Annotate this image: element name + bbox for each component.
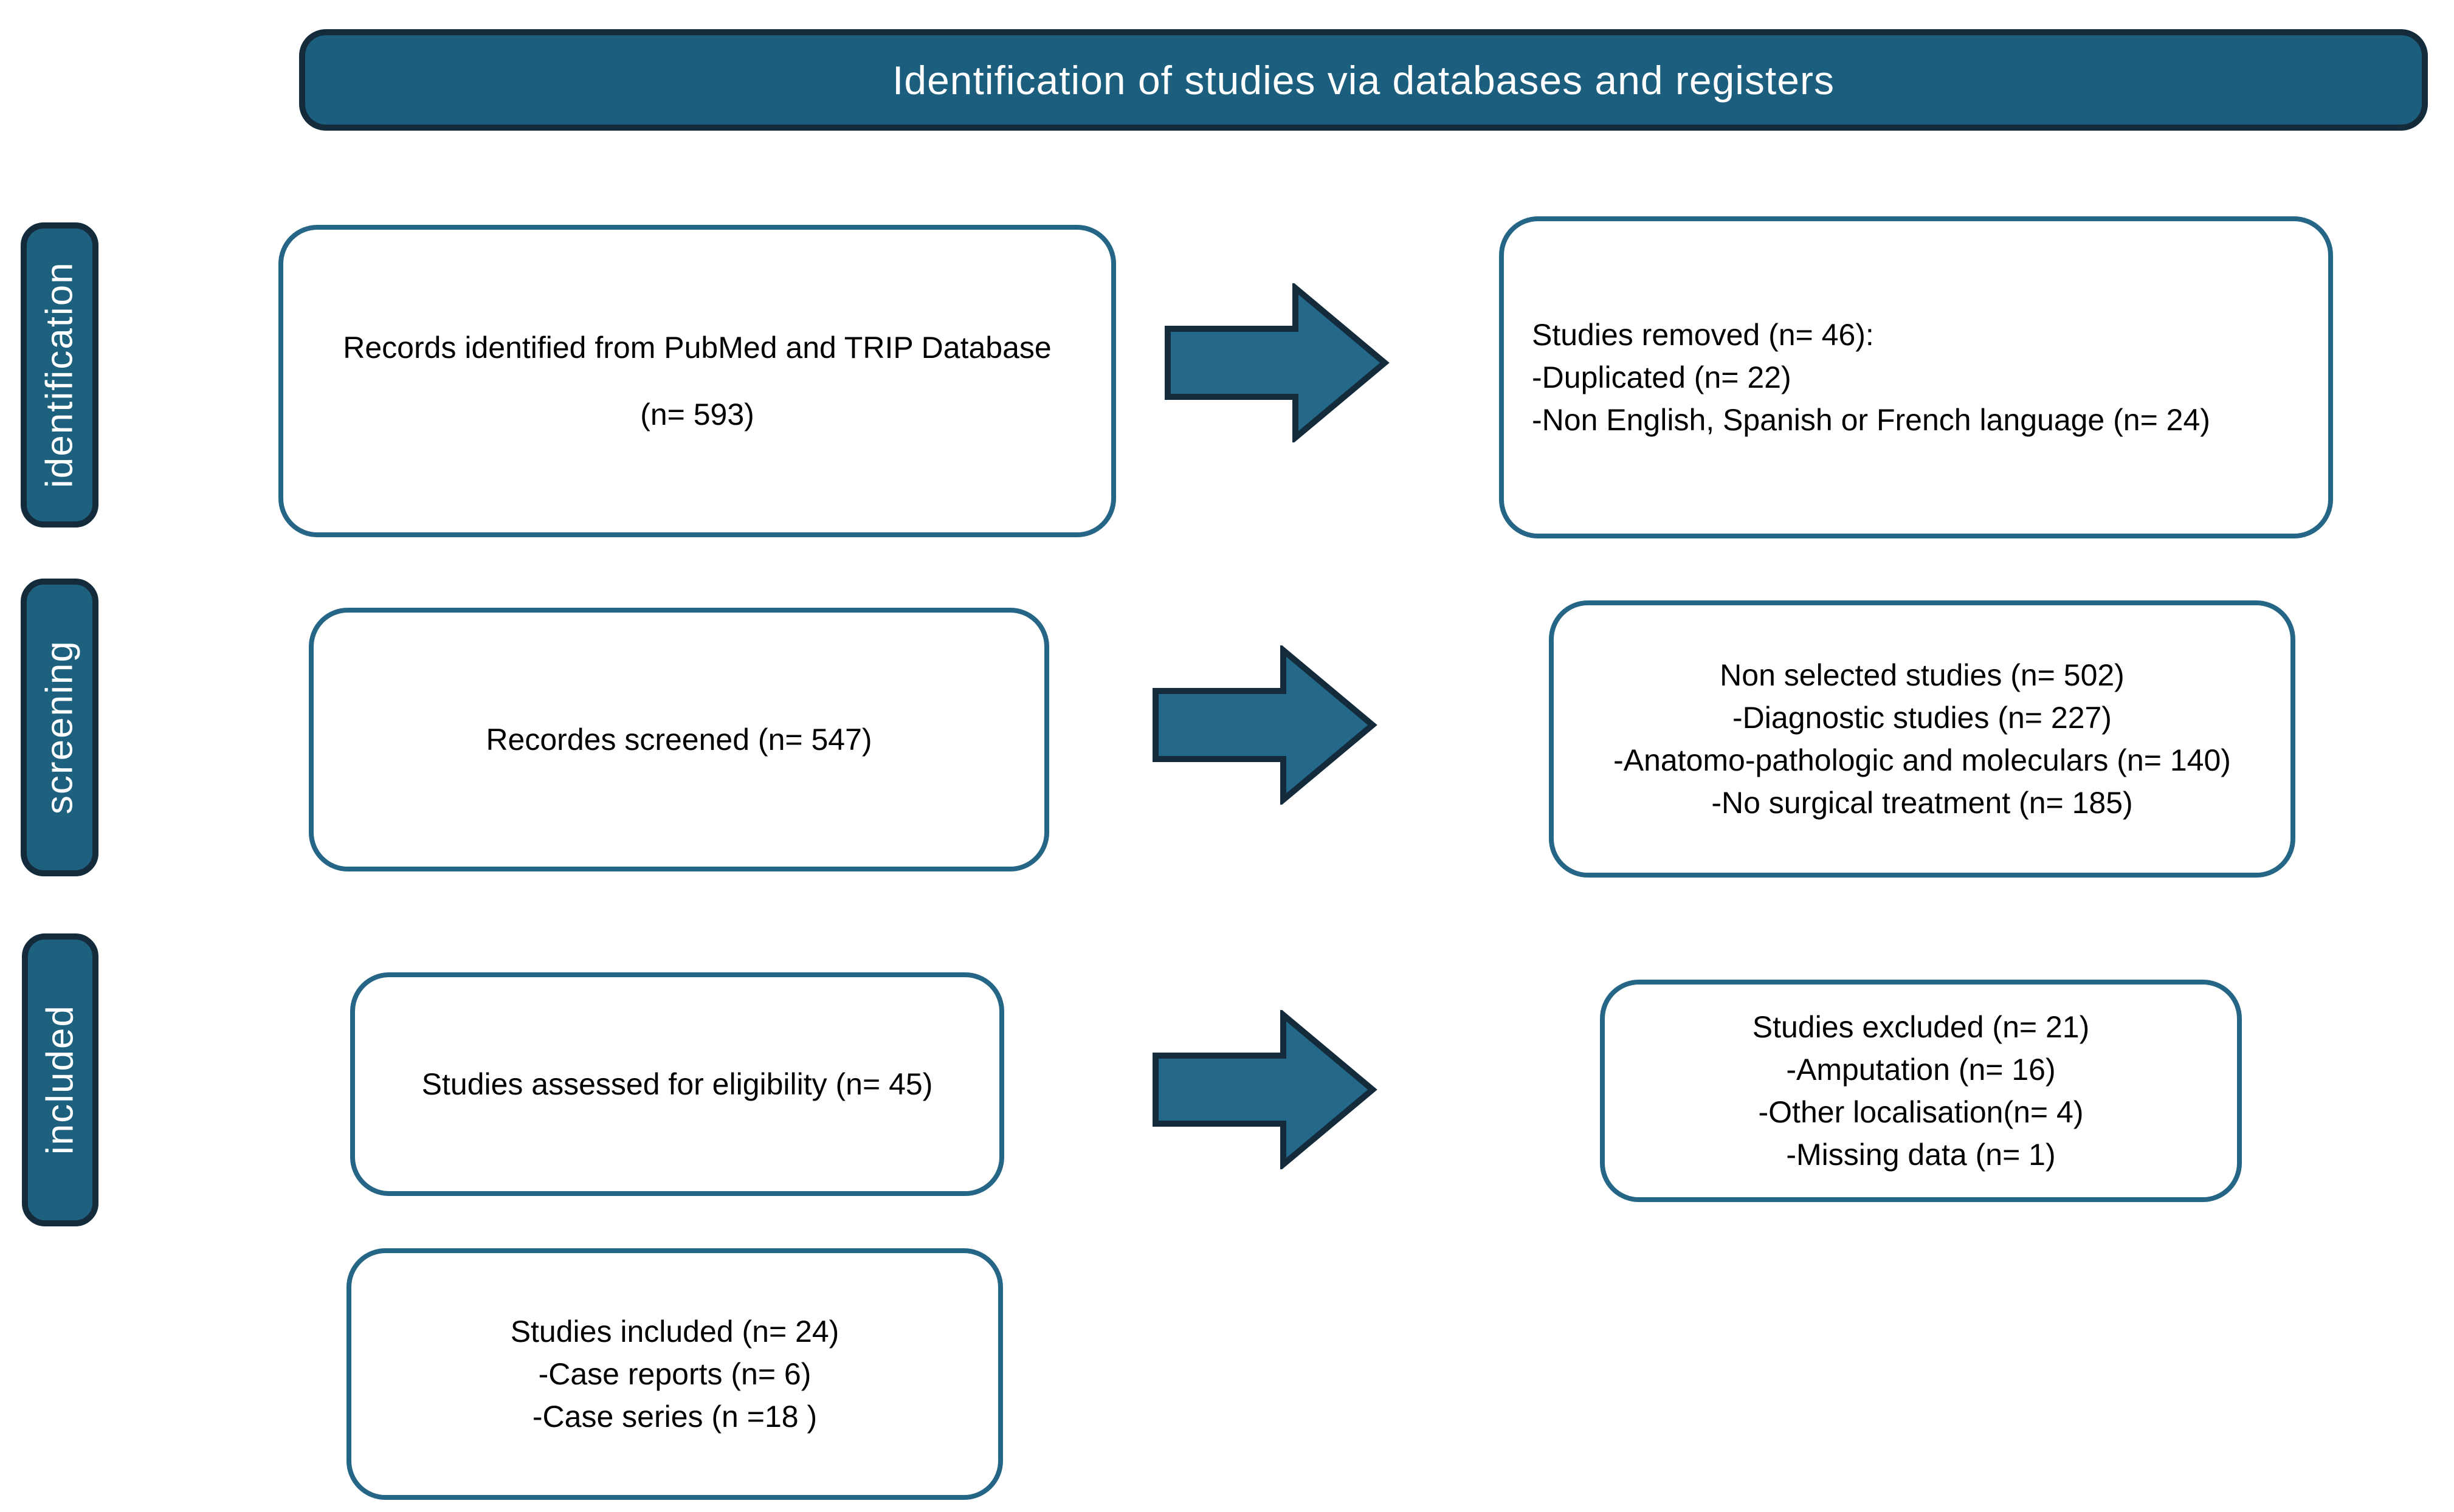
studies-excluded-line: -Other localisation(n= 4) <box>1758 1095 2084 1129</box>
box-studies-included: Studies included (n= 24) -Case reports (… <box>346 1248 1003 1500</box>
stage-label-identification: identification <box>21 222 98 527</box>
box-non-selected-studies: Non selected studies (n= 502) -Diagnosti… <box>1549 600 2295 878</box>
box-studies-assessed: Studies assessed for eligibility (n= 45) <box>350 972 1004 1196</box>
studies-included-line: Studies included (n= 24) <box>510 1314 839 1349</box>
non-selected-line: -No surgical treatment (n= 185) <box>1711 786 2133 820</box>
studies-removed-line: -Duplicated (n= 22) <box>1532 360 1791 394</box>
stage-label-included: included <box>22 933 98 1226</box>
stage-label-screening: screening <box>21 579 98 876</box>
right-block-arrow-icon <box>1153 645 1377 805</box>
studies-included-line: -Case reports (n= 6) <box>538 1357 812 1391</box>
studies-assessed-line: Studies assessed for eligibility (n= 45) <box>421 1067 933 1101</box>
header-title: Identification of studies via databases … <box>892 57 1835 103</box>
studies-excluded-line: -Missing data (n= 1) <box>1786 1138 2056 1172</box>
studies-removed-line: Studies removed (n= 46): <box>1532 318 1874 352</box>
records-identified-line: Records identified from PubMed and TRIP … <box>343 331 1052 365</box>
stage-label-text: identification <box>38 261 81 489</box>
stage-label-text: screening <box>38 640 81 815</box>
studies-excluded-line: -Amputation (n= 16) <box>1786 1053 2056 1087</box>
stage-label-text: included <box>39 1005 81 1155</box>
box-studies-removed: Studies removed (n= 46): -Duplicated (n=… <box>1499 216 2333 538</box>
box-records-screened: Recordes screened (n= 547) <box>309 608 1049 871</box>
non-selected-line: -Anatomo-pathologic and moleculars (n= 1… <box>1613 743 2231 777</box>
non-selected-line: Non selected studies (n= 502) <box>1720 658 2125 692</box>
right-block-arrow-icon <box>1153 1010 1377 1169</box>
studies-removed-line: -Non English, Spanish or French language… <box>1532 403 2210 437</box>
records-identified-count: (n= 593) <box>640 397 754 431</box>
right-block-arrow-icon <box>1165 283 1390 442</box>
studies-included-line: -Case series (n =18 ) <box>532 1400 818 1434</box>
box-studies-excluded: Studies excluded (n= 21) -Amputation (n=… <box>1600 980 2242 1202</box>
studies-excluded-line: Studies excluded (n= 21) <box>1752 1010 2090 1044</box>
records-screened-line: Recordes screened (n= 547) <box>486 723 872 757</box>
header-banner: Identification of studies via databases … <box>299 29 2428 131</box>
non-selected-line: -Diagnostic studies (n= 227) <box>1732 701 2112 735</box>
box-records-identified: Records identified from PubMed and TRIP … <box>278 225 1116 537</box>
